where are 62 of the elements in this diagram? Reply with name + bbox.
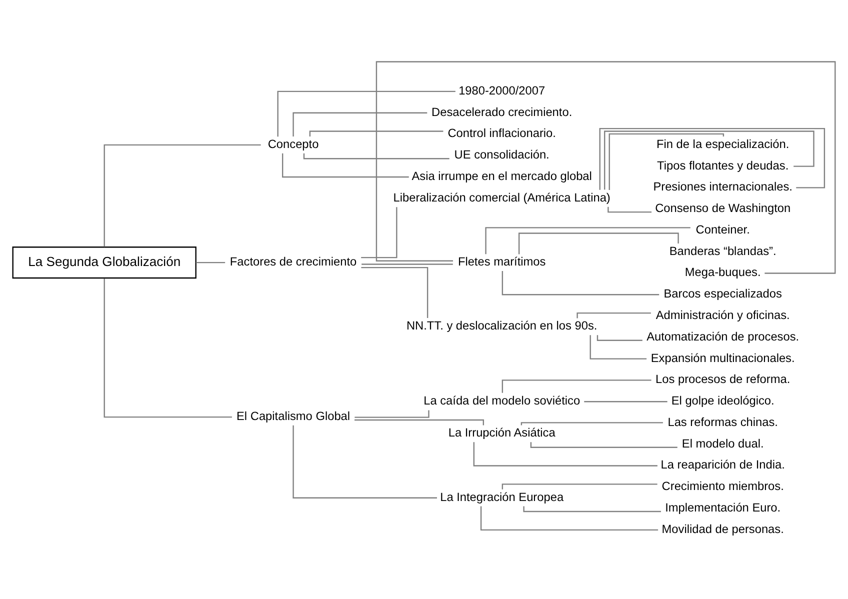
node-text: Implementación Euro. <box>665 500 781 514</box>
connector <box>376 60 836 274</box>
node-text: Banderas “blandas”. <box>669 243 776 258</box>
node-text: Consenso de Washington <box>655 200 791 215</box>
connector <box>354 418 484 425</box>
connector <box>362 263 453 264</box>
node-box: La Segunda Globalización <box>12 246 196 278</box>
node-text: 1980-2000/2007 <box>458 82 546 97</box>
connector <box>518 232 679 254</box>
connector <box>196 261 226 263</box>
connector <box>104 278 232 418</box>
node-text: El modelo dual. <box>682 436 764 450</box>
connector <box>282 152 409 178</box>
node-text: La Integración Europea <box>440 489 564 504</box>
node-text: Desacelerado crecimiento. <box>432 104 572 118</box>
connector <box>104 144 261 246</box>
connector <box>608 206 652 212</box>
node-text: Liberalización comercial (América Latina) <box>393 190 610 204</box>
connector <box>473 442 658 466</box>
node-text: La caída del modelo soviético <box>424 393 580 408</box>
node-text: La reaparición de India. <box>660 457 785 472</box>
connector <box>480 506 658 530</box>
connector <box>502 270 660 295</box>
node-text: El golpe ideológico. <box>671 393 774 408</box>
connector <box>277 90 456 136</box>
node-text: Los procesos de reforma. <box>656 372 790 386</box>
node-text: Crecimiento miembros. <box>662 478 784 493</box>
node-text: Barcos especializados <box>664 286 782 300</box>
node-text: UE consolidación. <box>454 147 550 162</box>
connector <box>530 442 678 448</box>
connector <box>584 400 668 402</box>
node-text: Presiones internacionales. <box>653 179 792 194</box>
node-text: Expansión multinacionales. <box>650 350 795 364</box>
node-text: La Irrupción Asiática <box>448 425 556 440</box>
connector <box>361 266 428 318</box>
connector <box>576 312 651 318</box>
node-text: Administración y oficinas. <box>656 308 790 322</box>
connector <box>608 132 724 190</box>
node-text: Factores de crecimiento <box>230 254 357 268</box>
node-text: Las reformas chinas. <box>668 414 778 428</box>
connector <box>303 152 450 159</box>
node-text: Tipos flotantes y deudas. <box>657 158 789 172</box>
connector <box>520 422 663 425</box>
node-text: Control inflacionario. <box>448 126 556 140</box>
connector <box>485 226 690 254</box>
node-text: Conteiner. <box>696 222 750 236</box>
connector <box>309 130 444 136</box>
node-text: NN.TT. y deslocalización en los 90s. <box>406 318 598 332</box>
node-text: Mega-buques. <box>684 264 761 279</box>
connector <box>354 410 430 418</box>
node-text: Asia irrumpe en el mercado global <box>412 168 592 182</box>
node-text: Fin de la especialización. <box>656 136 790 150</box>
connector <box>292 424 437 498</box>
node-text: Fletes marítimos <box>458 254 546 268</box>
connector <box>596 334 642 340</box>
connector <box>590 334 647 359</box>
node-text: Concepto <box>268 136 319 150</box>
connector <box>361 206 398 258</box>
connector <box>292 112 428 136</box>
node-text: Automatización de procesos. <box>646 328 800 343</box>
node-text: El Capitalismo Global <box>236 408 350 423</box>
node-text: Movilidad de personas. <box>662 521 784 536</box>
